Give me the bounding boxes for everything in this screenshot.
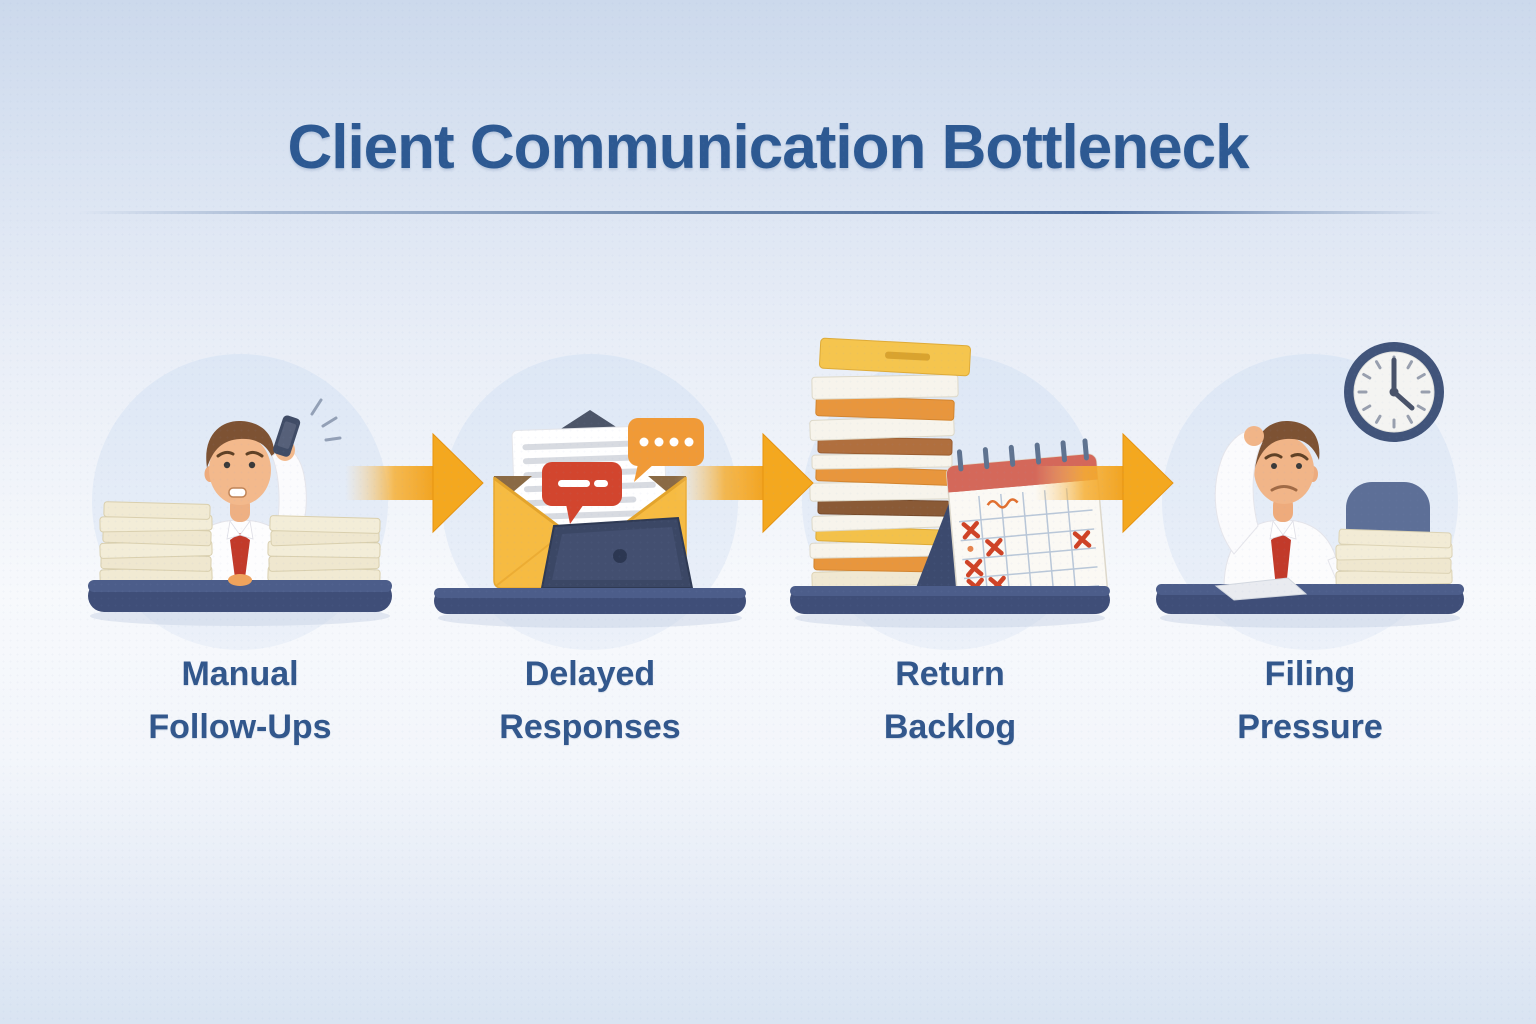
phone-icon xyxy=(273,415,301,457)
stage-label-delayed-responses: Delayed Responses xyxy=(430,648,750,754)
stage-delayed-responses xyxy=(430,330,750,660)
folder-stack-icon xyxy=(809,337,971,589)
base-slab xyxy=(790,586,1110,614)
label-line: Responses xyxy=(499,708,681,746)
worried-mouth xyxy=(228,487,247,498)
label-line: Backlog xyxy=(883,708,1017,746)
speech-bubble-icon xyxy=(628,418,704,482)
month-scribble xyxy=(986,498,1019,509)
stage-filing-pressure xyxy=(1150,330,1470,660)
label-line: Manual xyxy=(181,655,299,693)
clock-icon xyxy=(1344,342,1444,442)
man-on-phone-illustration xyxy=(88,354,392,650)
stage-label-return-backlog: Return Backlog xyxy=(790,648,1110,754)
stressed-man-clock-illustration xyxy=(1156,342,1464,650)
stage-label-manual-follow-ups: Manual Follow-Ups xyxy=(80,648,400,754)
desk xyxy=(88,574,392,612)
label-line: Filing xyxy=(1264,655,1356,693)
label-line: Pressure xyxy=(1237,708,1383,746)
title-divider xyxy=(78,211,1458,214)
ringing-lines-icon xyxy=(310,398,342,442)
document-icon xyxy=(1214,577,1308,601)
flow-arrow-icon xyxy=(1035,432,1174,534)
desk xyxy=(1156,577,1464,614)
envelope-chat-laptop-illustration xyxy=(434,354,746,650)
stage-manual-follow-ups xyxy=(80,330,400,660)
page-title: Client Communication Bottleneck xyxy=(287,113,1249,182)
tie xyxy=(230,533,250,586)
spiral-rings xyxy=(956,438,1089,472)
label-line: Return xyxy=(895,655,1005,693)
hand-on-forehead xyxy=(1244,426,1264,446)
stage-label-filing-pressure: Filing Pressure xyxy=(1150,648,1470,754)
flow-arrow-icon xyxy=(675,432,814,534)
label-line: Delayed xyxy=(524,655,656,693)
paper-stack-icon xyxy=(99,501,213,586)
label-line: Follow-Ups xyxy=(148,708,332,746)
flow-arrow-icon xyxy=(345,432,484,534)
speech-bubble-icon xyxy=(542,462,622,524)
paper-stack-icon xyxy=(1335,528,1453,587)
frown-mouth xyxy=(1270,485,1298,492)
tie xyxy=(1271,533,1291,588)
base-slab xyxy=(434,588,746,614)
calendar-grid xyxy=(958,488,1100,599)
